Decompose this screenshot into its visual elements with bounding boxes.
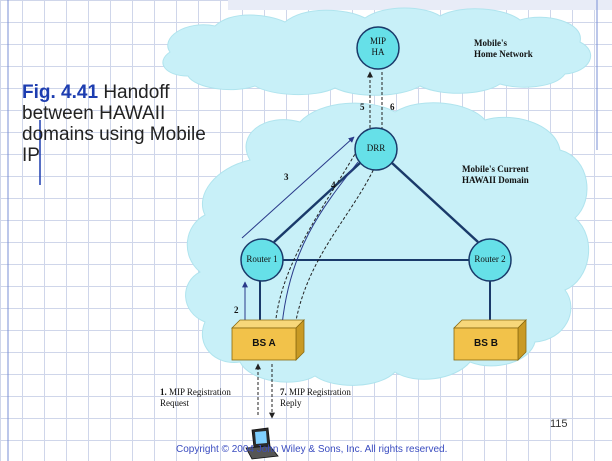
page-number: 115 <box>550 418 568 430</box>
node-bs-a <box>231 319 305 361</box>
top-strip <box>228 0 612 10</box>
arrow-step-3 <box>241 136 355 239</box>
router2-label: Router 2 <box>474 254 506 264</box>
step-2-label: 2 <box>234 305 239 315</box>
step-5-label: 5 <box>360 102 365 112</box>
step-6-label: 6 <box>390 102 395 112</box>
bs-b-label: BS B <box>474 338 498 349</box>
home-network-label: Mobile's Home Network <box>474 38 533 59</box>
bs-a-label: BS A <box>252 338 276 349</box>
current-domain-label: Mobile's Current HAWAII Domain <box>462 164 529 185</box>
slide-title: Fig. 4.41 Handoff between HAWAII domains… <box>22 82 227 166</box>
link-drr-router1 <box>273 162 361 243</box>
arrow-step-4 <box>279 161 359 326</box>
registration-reply-label: 7. MIP Registration Reply <box>280 387 351 408</box>
figure-number: Fig. 4.41 <box>22 82 99 103</box>
registration-request-label: 1. MIP Registration Request <box>160 387 231 408</box>
node-router1 <box>240 238 284 282</box>
link-drr-router2 <box>391 162 479 243</box>
step-3-label: 3 <box>284 172 289 182</box>
node-mip-ha <box>356 26 400 70</box>
mip-ha-label: MIP HA <box>369 36 386 57</box>
copyright-notice: Copyright © 2004 John Wiley & Sons, Inc.… <box>176 444 448 455</box>
title-text: Handoff between HAWAII domains using Mob… <box>22 82 206 166</box>
laptop-icon <box>245 427 279 460</box>
node-drr <box>354 127 398 171</box>
current-domain-cloud <box>185 102 589 386</box>
step-4-label: 4 <box>331 180 336 190</box>
router1-label: Router 1 <box>246 254 278 264</box>
drr-label: DRR <box>366 143 386 153</box>
node-router2 <box>468 238 512 282</box>
node-bs-b <box>453 319 527 361</box>
